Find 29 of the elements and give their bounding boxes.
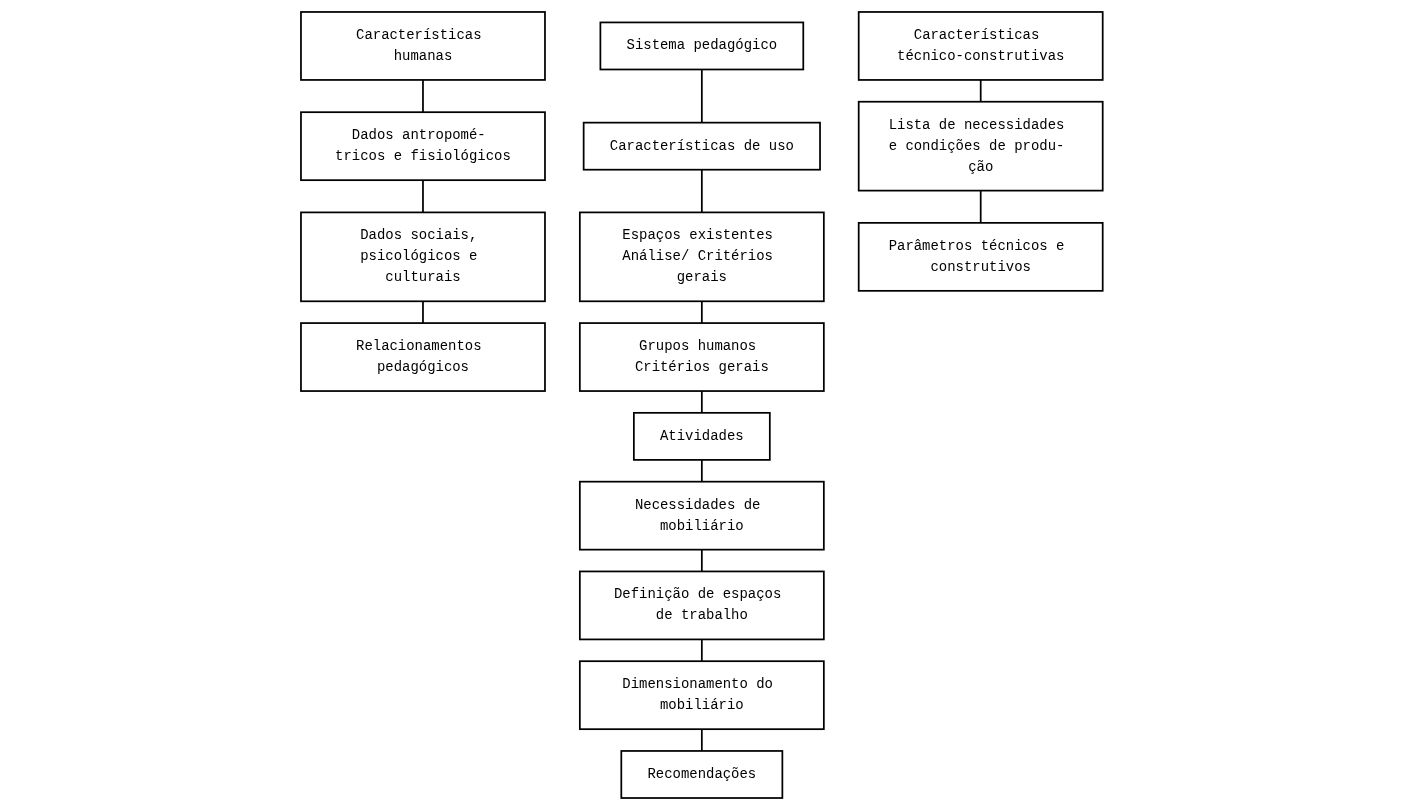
node-box: Características humanas xyxy=(299,11,546,81)
node-box: Dados sociais, psicológicos e culturais xyxy=(299,211,546,303)
connector xyxy=(979,79,982,103)
connector xyxy=(421,300,424,324)
connector xyxy=(700,728,703,752)
connector xyxy=(700,638,703,663)
connector xyxy=(700,548,703,573)
connector xyxy=(700,459,703,483)
connector xyxy=(421,179,424,214)
connector xyxy=(421,79,424,114)
node-box: Relacionamentos pedagógicos xyxy=(299,322,546,392)
node-box: Lista de necessidades e condições de produ- ção xyxy=(857,100,1104,192)
node-box: Dimensionamento do mobiliário xyxy=(578,660,825,731)
connector xyxy=(700,300,703,324)
node-box: Definição de espaços de trabalho xyxy=(578,570,825,641)
node-box: Espaços existentes Análise/ Critérios gerais xyxy=(578,211,825,303)
node-box: Grupos humanos Critérios gerais xyxy=(578,322,825,392)
node-box: Sistema pedagógico xyxy=(599,21,804,71)
connector xyxy=(700,390,703,414)
node-box: Recomendações xyxy=(620,750,783,799)
node-box: Dados antropomé- tricos e fisiológicos xyxy=(299,111,546,182)
node-box: Características técnico-construtivas xyxy=(857,11,1104,81)
connector xyxy=(700,168,703,214)
node-box: Características de uso xyxy=(582,121,821,171)
connector xyxy=(979,189,982,224)
connector xyxy=(700,68,703,124)
node-box: Necessidades de mobiliário xyxy=(578,480,825,551)
node-box: Parâmetros técnicos e construtivos xyxy=(857,222,1104,292)
node-box: Atividades xyxy=(632,411,771,461)
